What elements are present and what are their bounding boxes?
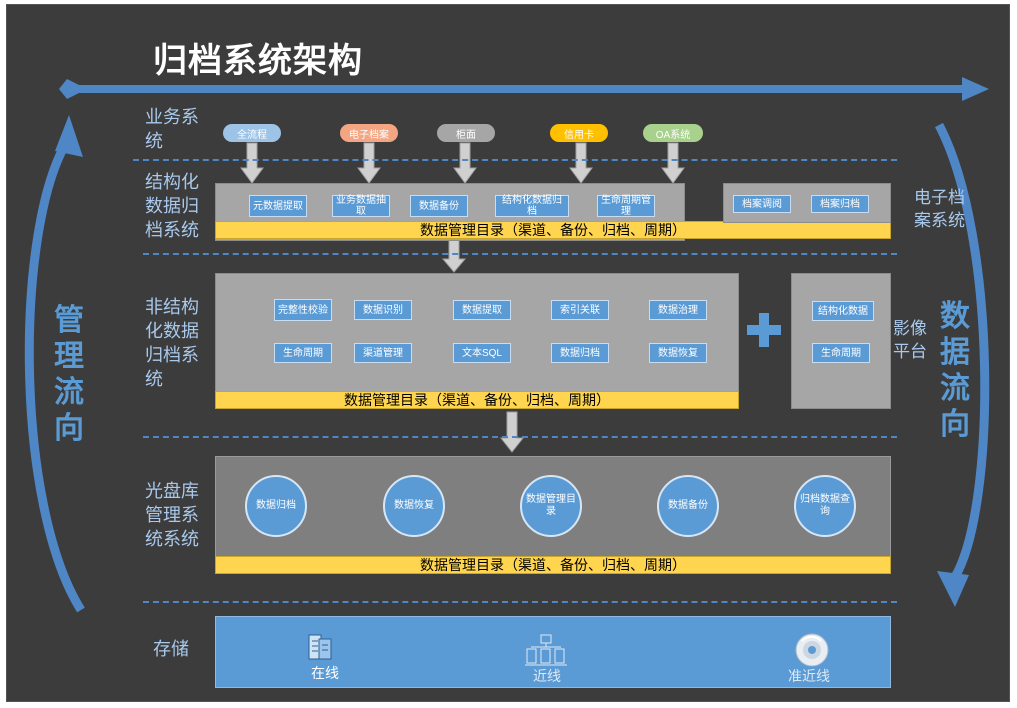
unstructured-module: 数据治理 — [649, 300, 707, 320]
disc-icon — [795, 633, 829, 667]
down-arrow — [499, 411, 525, 453]
architecture-diagram: 归档系统架构 管理流向 数据流向 业务系统 结构化数据归档系统 非结构化数据归档… — [6, 4, 1010, 702]
layer-label-electronic: 电子档案系统 — [914, 188, 965, 230]
unstructured-module: 完整性校验 — [274, 299, 332, 321]
imaging-module: 结构化数据 — [812, 301, 874, 321]
catalog-bar: 数据管理目录（渠道、备份、归档、周期） — [215, 391, 739, 409]
structured-module: 数据备份 — [410, 195, 468, 217]
layer-label-optical: 光盘库管理系统系统 — [145, 481, 199, 549]
optical-function-circle: 数据管理目录 — [520, 475, 582, 537]
down-arrow — [240, 142, 264, 184]
source-pill: OA系统 — [643, 124, 703, 142]
management-flow-label: 管理流向 — [54, 304, 84, 445]
server-building-icon — [308, 634, 332, 660]
unstructured-module: 文本SQL — [453, 343, 511, 363]
right-curve-arrow — [935, 122, 990, 580]
down-arrow — [357, 142, 381, 184]
divider — [143, 253, 897, 255]
structured-module: 业务数据抽取 — [332, 195, 390, 217]
imaging-panel — [791, 273, 891, 409]
optical-function-circle: 数据备份 — [657, 475, 719, 537]
unstructured-module: 渠道管理 — [354, 343, 412, 363]
catalog-bar: 数据管理目录（渠道、备份、归档、周期） — [215, 556, 891, 574]
imaging-module: 生命周期 — [812, 343, 870, 363]
optical-function-circle: 数据恢复 — [383, 475, 445, 537]
optical-function-circle: 数据归档 — [245, 475, 307, 537]
unstructured-module: 数据提取 — [453, 300, 511, 320]
layer-label-structured: 结构化数据归档系统 — [145, 172, 199, 240]
down-arrow — [453, 142, 477, 184]
catalog-bar: 数据管理目录（渠道、备份、归档、周期） — [215, 221, 891, 239]
down-arrow — [661, 142, 685, 184]
unstructured-module: 数据识别 — [354, 300, 412, 320]
plus-icon — [747, 313, 781, 347]
structured-module: 生命周期管理 — [597, 195, 655, 217]
layer-label-unstructured: 非结构化数据归档系统 — [145, 297, 199, 389]
source-pill: 柜面 — [437, 124, 495, 142]
source-pill: 电子档案 — [340, 124, 398, 142]
unstructured-module: 索引关联 — [551, 300, 609, 320]
unstructured-panel — [215, 273, 739, 409]
down-arrow — [569, 142, 593, 184]
divider — [143, 436, 897, 438]
top-flow-arrow — [59, 77, 989, 101]
left-curve-arrow — [24, 142, 85, 613]
unstructured-module: 数据恢复 — [649, 343, 707, 363]
divider — [143, 601, 897, 603]
divider — [133, 159, 897, 161]
page-title: 归档系统架构 — [153, 42, 363, 80]
storage-tier-label: 在线 — [311, 665, 339, 681]
unstructured-module: 数据归档 — [551, 343, 609, 363]
structured-module: 元数据提取 — [249, 195, 307, 217]
layer-label-storage: 存储 — [153, 639, 189, 659]
network-servers-icon — [525, 634, 567, 666]
layer-label-business: 业务系统 — [145, 107, 199, 151]
electronic-module: 档案归档 — [811, 195, 869, 213]
source-pill: 信用卡 — [550, 124, 608, 142]
down-arrow — [441, 239, 467, 273]
electronic-module: 档案调阅 — [733, 195, 791, 213]
flow-arrows — [24, 77, 990, 613]
layer-label-imaging: 影像平台 — [893, 319, 927, 361]
storage-tier-label: 近线 — [533, 668, 561, 684]
unstructured-module: 生命周期 — [274, 343, 332, 363]
structured-module: 结构化数据归档 — [495, 195, 569, 217]
source-pill: 全流程 — [223, 124, 281, 142]
storage-tier-label: 准近线 — [788, 668, 830, 684]
data-flow-label: 数据流向 — [940, 300, 970, 441]
optical-function-circle: 归档数据查询 — [794, 475, 856, 537]
